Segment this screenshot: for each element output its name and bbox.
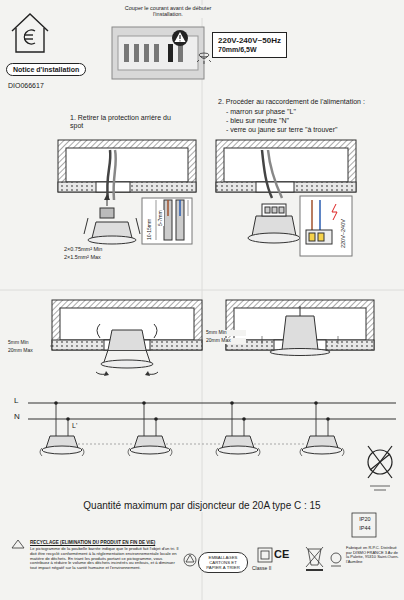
recycling-text: Le pictogramme de la poubelle barrée ind… <box>30 547 180 571</box>
spec-box: 220V-240V~50Hz70mm/6,5W <box>212 32 287 58</box>
spot-symbol <box>82 448 84 456</box>
spot-symbol <box>300 448 302 456</box>
spot-symbol <box>66 417 70 421</box>
wire-note: - marron sur phase "L" <box>226 108 396 116</box>
spot-symbol <box>230 401 234 405</box>
line-label: N <box>14 412 24 421</box>
line-label: L' <box>72 422 84 430</box>
packaging-badge: EMBALLAGES CARTONS ET PAPIER À TRIER <box>198 552 248 573</box>
wire-note: - verre ou jaune sur terre "à trouver" <box>226 126 396 134</box>
spot-symbol <box>78 444 134 445</box>
spot-symbol <box>342 448 344 456</box>
spot-symbol <box>42 446 82 454</box>
title-badge: Notice d'installation <box>6 63 86 76</box>
spot-symbol <box>244 419 245 436</box>
dimension: 5mm Min <box>8 340 50 346</box>
recycling-heading: RECYCLAGE (ELIMINATION DU PRODUIT EN FIN… <box>30 540 180 545</box>
spot-symbol <box>68 419 69 436</box>
ip-rating: IP44 <box>355 525 375 531</box>
spot-symbol <box>156 419 157 436</box>
dimension: 20mm Max <box>206 338 246 344</box>
voltage-label: 220V~240V <box>340 219 346 248</box>
wire-note: - bleu sur neutre "N" <box>226 117 396 125</box>
spot-symbol <box>144 403 145 436</box>
dimension: 10-15mm <box>147 219 153 240</box>
spot-symbol <box>170 448 172 456</box>
spot-symbol <box>316 403 317 436</box>
spot-symbol <box>142 401 146 405</box>
spot-symbol <box>258 448 260 456</box>
dimension: 5-7mm <box>158 210 164 226</box>
spot-symbol <box>302 446 342 454</box>
ce-mark: CE <box>274 548 298 561</box>
spot-symbol <box>40 448 42 456</box>
spot-symbol <box>56 403 57 436</box>
spot-symbol <box>128 448 130 456</box>
spot-symbol <box>232 403 233 436</box>
quantity-note: Quantité maximum par disjoncteur de 20A … <box>40 500 364 512</box>
node-text: EMBALLAGES CARTONS ET PAPIER À TRIER <box>203 555 243 570</box>
spot-symbol <box>154 417 158 421</box>
spot-symbol <box>54 401 58 405</box>
spot-symbol <box>314 401 318 405</box>
spot-symbol <box>254 444 306 445</box>
cable-spec: 2×0.75mm² Min <box>64 246 144 252</box>
spot-symbol <box>242 417 246 421</box>
step-heading: 1. Retirer la protection arrière du spot <box>70 114 180 130</box>
spot-symbol <box>130 446 170 454</box>
node-text: 220V-240V~50Hz <box>218 36 281 46</box>
dimension: 20mm Max <box>8 348 50 354</box>
ip-rating: IP20 <box>355 516 375 522</box>
spot-symbol <box>166 444 222 445</box>
spot-symbol <box>216 448 218 456</box>
spot-symbol <box>218 446 258 454</box>
class-label: Classe II <box>252 566 282 572</box>
line-label: L <box>14 396 24 405</box>
spot-symbol <box>326 417 330 421</box>
distributor-note: Fabriqué en R.P.C. Distribué par DISMO F… <box>346 546 400 564</box>
dimension: 5mm Min <box>206 330 246 336</box>
reference: DIO066617 <box>8 82 88 90</box>
warning-note: Couper le courant avant de débuter l'ins… <box>116 5 220 18</box>
cable-spec: 2×1.5mm² Max <box>64 254 144 260</box>
node-text: 70mm/6,5W <box>218 46 281 54</box>
spot-symbol <box>328 419 329 436</box>
step-heading: 2. Procéder au raccordement de l'aliment… <box>218 98 396 106</box>
